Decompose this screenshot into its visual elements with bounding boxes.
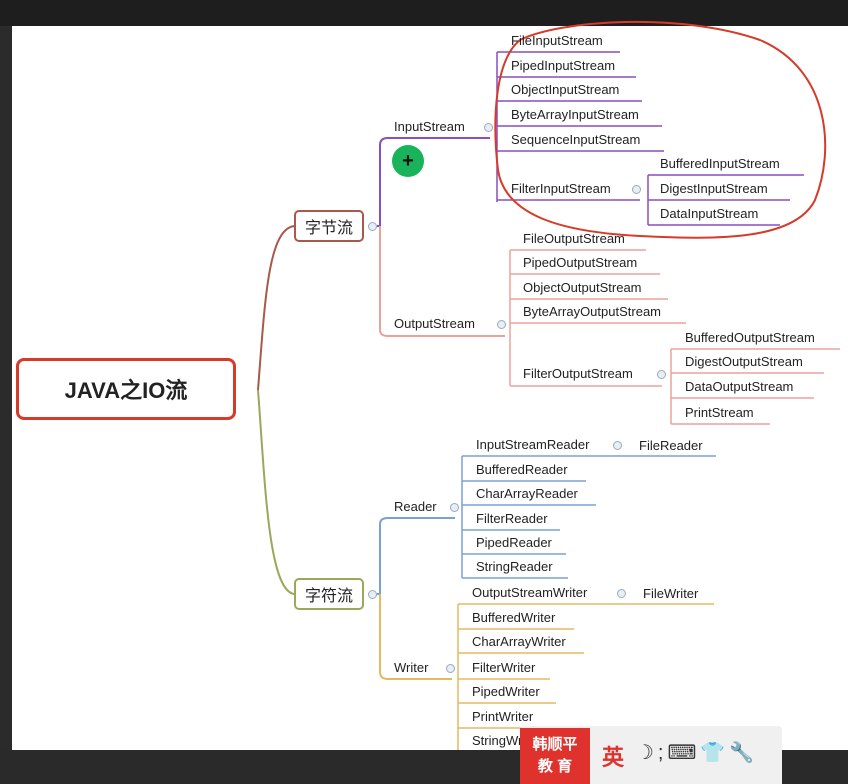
printstream-node[interactable]: PrintStream bbox=[685, 405, 754, 420]
cursor-plus-icon: + bbox=[392, 145, 424, 177]
filterwriter-node[interactable]: FilterWriter bbox=[472, 660, 536, 675]
collapse-toggle-filteroutputstream[interactable] bbox=[657, 370, 666, 379]
stringreader-node[interactable]: StringReader bbox=[476, 559, 553, 574]
digestinputstream-node[interactable]: DigestInputStream bbox=[660, 181, 768, 196]
inputstreamreader-node[interactable]: InputStreamReader bbox=[476, 437, 590, 452]
edge-byte-output bbox=[379, 226, 505, 337]
writer-node[interactable]: Writer bbox=[394, 660, 429, 675]
dataoutputstream-node[interactable]: DataOutputStream bbox=[685, 379, 794, 394]
pipedinputstream-node[interactable]: PipedInputStream bbox=[511, 58, 616, 73]
sequenceinputstream-node[interactable]: SequenceInputStream bbox=[511, 132, 641, 147]
collapse-toggle-filterinputstream[interactable] bbox=[632, 185, 641, 194]
outputstream-node[interactable]: OutputStream bbox=[394, 316, 475, 331]
collapse-toggle-reader[interactable] bbox=[450, 503, 459, 512]
bufferedoutputstream-node[interactable]: BufferedOutputStream bbox=[685, 330, 815, 345]
bufferedinputstream-node[interactable]: BufferedInputStream bbox=[660, 156, 780, 171]
collapse-toggle-byte[interactable] bbox=[368, 222, 377, 231]
ime-logo-line2: 教 育 bbox=[537, 758, 573, 775]
annotation-circle bbox=[494, 20, 827, 239]
fileoutputstream-node[interactable]: FileOutputStream bbox=[523, 231, 625, 246]
ime-logo: 韩顺平 教 育 bbox=[520, 728, 590, 784]
filteroutputstream-node[interactable]: FilterOutputStream bbox=[523, 366, 633, 381]
filewriter-node[interactable]: FileWriter bbox=[643, 586, 699, 601]
collapse-toggle-outputstreamwriter[interactable] bbox=[617, 589, 626, 598]
collapse-toggle-outputstream[interactable] bbox=[497, 320, 506, 329]
pipedoutputstream-node[interactable]: PipedOutputStream bbox=[523, 255, 638, 270]
bytearrayoutputstream-node[interactable]: ByteArrayOutputStream bbox=[523, 304, 661, 319]
collapse-toggle-char[interactable] bbox=[368, 590, 377, 599]
outputstreamwriter-node[interactable]: OutputStreamWriter bbox=[472, 585, 588, 600]
chararraywriter-node[interactable]: CharArrayWriter bbox=[472, 634, 566, 649]
reader-node[interactable]: Reader bbox=[394, 499, 437, 514]
filereader-node[interactable]: FileReader bbox=[639, 438, 703, 453]
collapse-toggle-writer[interactable] bbox=[446, 664, 455, 673]
printwriter-node[interactable]: PrintWriter bbox=[472, 709, 534, 724]
bufferedreader-node[interactable]: BufferedReader bbox=[476, 462, 568, 477]
edge-char-reader bbox=[377, 517, 455, 595]
char-stream-node[interactable]: 字符流 bbox=[294, 578, 364, 610]
byte-stream-node[interactable]: 字节流 bbox=[294, 210, 364, 242]
ime-language-toggle[interactable]: 英 bbox=[602, 745, 625, 770]
fileinputstream-node[interactable]: FileInputStream bbox=[511, 33, 603, 48]
edge-root-byte bbox=[257, 225, 295, 391]
root-label: JAVA之IO流 bbox=[64, 378, 188, 403]
datainputstream-node[interactable]: DataInputStream bbox=[660, 206, 759, 221]
objectinputstream-node[interactable]: ObjectInputStream bbox=[511, 82, 620, 97]
edge-root-char bbox=[257, 389, 295, 595]
filterreader-node[interactable]: FilterReader bbox=[476, 511, 548, 526]
pipedreader-node[interactable]: PipedReader bbox=[476, 535, 552, 550]
digestoutputstream-node[interactable]: DigestOutputStream bbox=[685, 354, 803, 369]
char-stream-label: 字符流 bbox=[304, 588, 353, 605]
pipedwriter-node[interactable]: PipedWriter bbox=[472, 684, 540, 699]
inputstream-node[interactable]: InputStream bbox=[394, 119, 465, 134]
root-node[interactable]: JAVA之IO流 bbox=[16, 358, 236, 420]
collapse-toggle-inputstreamreader[interactable] bbox=[613, 441, 622, 450]
filterinputstream-node[interactable]: FilterInputStream bbox=[511, 181, 611, 196]
collapse-toggle-inputstream[interactable] bbox=[484, 123, 493, 132]
objectoutputstream-node[interactable]: ObjectOutputStream bbox=[523, 280, 642, 295]
chararrayreader-node[interactable]: CharArrayReader bbox=[476, 486, 578, 501]
edge-char-writer bbox=[379, 594, 452, 680]
edge-byte-input bbox=[377, 137, 490, 227]
bytearrayinputstream-node[interactable]: ByteArrayInputStream bbox=[511, 107, 639, 122]
ime-toolbar[interactable]: 韩顺平 教 育 英 ☽;⌨👕🔧 bbox=[520, 726, 782, 784]
ime-logo-line1: 韩顺平 bbox=[532, 736, 578, 753]
bufferedwriter-node[interactable]: BufferedWriter bbox=[472, 610, 556, 625]
byte-stream-label: 字节流 bbox=[304, 220, 353, 237]
window-top-bar bbox=[0, 0, 848, 26]
ime-tool-icons[interactable]: ☽;⌨👕🔧 bbox=[636, 742, 759, 764]
